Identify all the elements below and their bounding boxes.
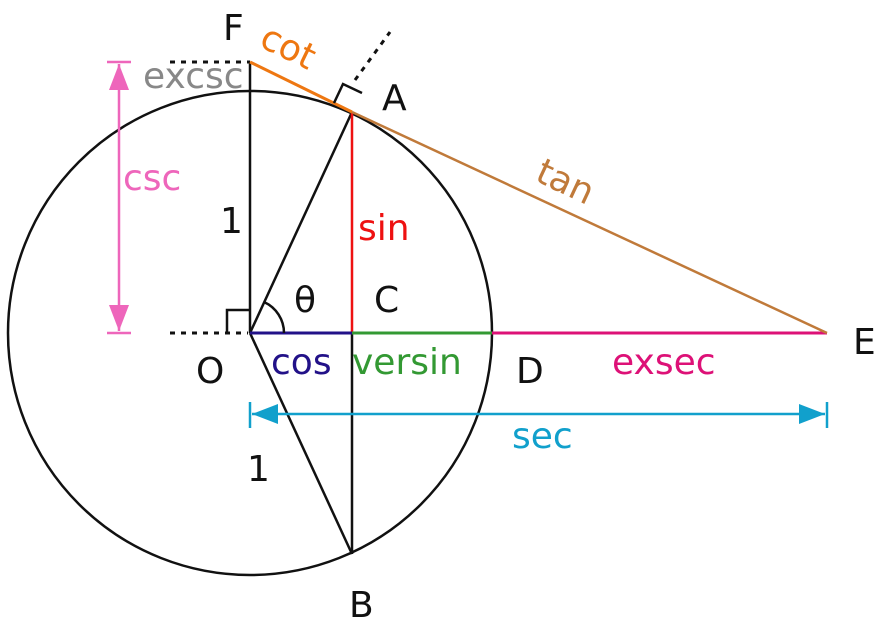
point-label-e: E: [853, 322, 876, 363]
theta-arc: [263, 300, 286, 334]
cot-segment: [249, 60, 353, 114]
label-tan: tan: [530, 151, 601, 213]
label-csc: csc: [123, 158, 181, 199]
label-excsc: excsc: [143, 56, 244, 97]
label-exsec: exsec: [612, 342, 716, 383]
radius-label-lower: 1: [247, 449, 270, 490]
right-angle-marker-a: [332, 82, 363, 104]
point-label-b: B: [349, 585, 374, 626]
radius-oa: [248, 111, 354, 334]
point-label-o: O: [196, 351, 224, 392]
label-sin: sin: [358, 208, 410, 249]
sec-arrow: [248, 402, 829, 428]
csc-arrow: [107, 60, 131, 335]
point-label-f: F: [223, 8, 244, 49]
point-label-c: C: [374, 280, 399, 321]
right-angle-marker-o: [225, 308, 250, 333]
label-sec: sec: [512, 416, 573, 457]
label-cos: cos: [271, 342, 332, 383]
tan-segment: [351, 110, 828, 335]
radius-ob: [248, 332, 354, 555]
radius-label-upper: 1: [220, 201, 243, 242]
label-versin: versin: [352, 342, 462, 383]
point-label-a: A: [382, 78, 407, 119]
dotted-radius-extension: [353, 31, 392, 81]
angle-label-theta: θ: [294, 280, 316, 321]
point-label-d: D: [516, 351, 544, 392]
